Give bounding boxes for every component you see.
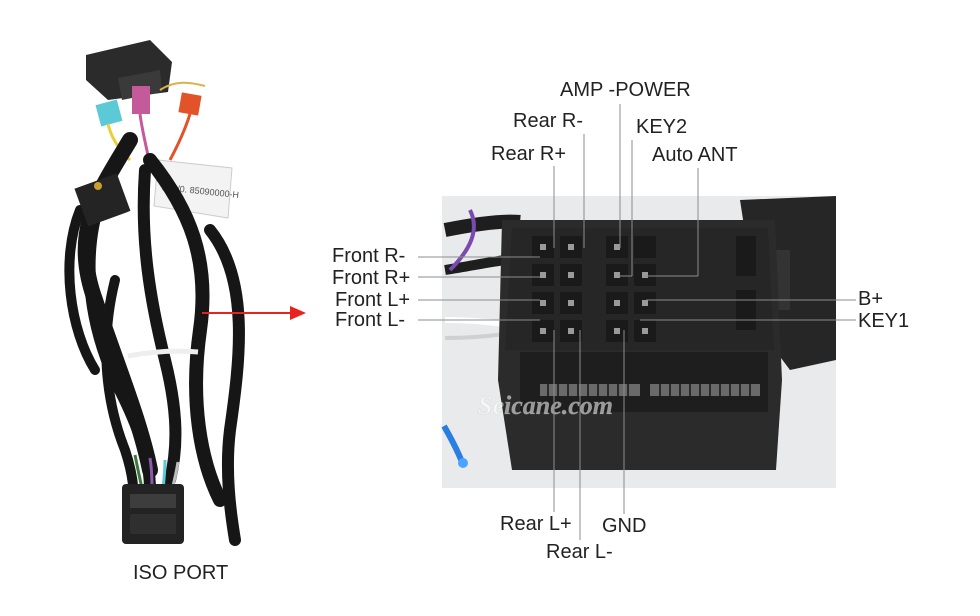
label-front-l-plus: Front L+ <box>335 289 411 311</box>
watermark: Seicane.com <box>478 391 613 420</box>
label-amp-power: AMP -POWER <box>560 79 691 101</box>
label-rear-r-plus: Rear R+ <box>491 143 567 165</box>
cyan-plug <box>95 99 123 127</box>
label-front-r-minus: Front R- <box>332 245 406 267</box>
iso-port-connector <box>122 454 184 544</box>
label-key2: KEY2 <box>636 116 688 138</box>
orange-plug <box>178 92 202 116</box>
zip-tie <box>127 348 199 359</box>
label-b-plus: B+ <box>858 288 884 310</box>
pink-plug <box>132 86 150 114</box>
label-rear-l-plus: Rear L+ <box>500 513 572 535</box>
label-front-r-plus: Front R+ <box>332 267 411 289</box>
label-key1: KEY1 <box>858 310 910 332</box>
iso-port-caption: ISO PORT <box>133 562 229 584</box>
connector-photo: Seicane.com <box>441 196 836 488</box>
label-auto-ant: Auto ANT <box>652 144 738 166</box>
label-rear-r-minus: Rear R- <box>513 110 584 132</box>
label-gnd: GND <box>602 515 647 537</box>
arrow-icon <box>202 306 306 320</box>
label-rear-l-minus: Rear L- <box>546 541 613 563</box>
label-front-l-minus: Front L- <box>335 309 406 331</box>
leader-lines <box>418 104 856 540</box>
top-block-connector <box>86 40 172 100</box>
